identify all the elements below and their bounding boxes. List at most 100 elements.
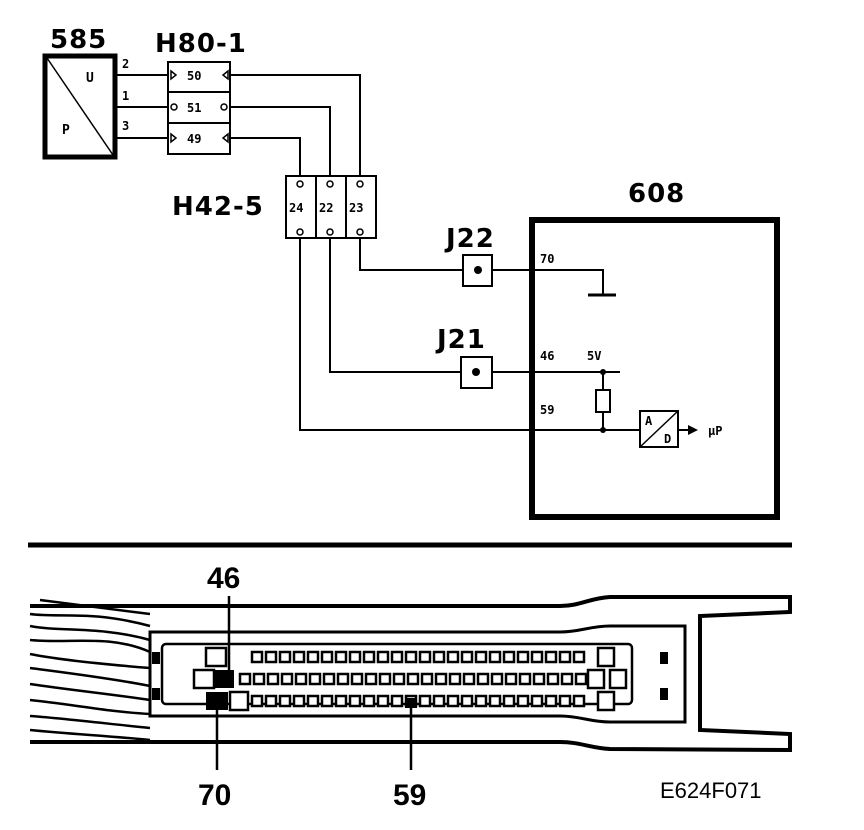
ecu-supply-label: 5V xyxy=(587,349,601,363)
sensor-terminal-u: U xyxy=(86,71,94,86)
plug-cavity xyxy=(434,672,448,686)
h80-pin-49: 49 xyxy=(187,132,201,146)
callout-46: 46 xyxy=(207,562,240,595)
plug-cavity xyxy=(292,650,306,664)
plug-cavity xyxy=(292,694,306,708)
wire-bundle xyxy=(29,598,151,742)
connector-h80-1: 50 51 49 xyxy=(167,61,231,155)
plug-pin-59 xyxy=(405,698,417,708)
plug-cavity xyxy=(350,672,364,686)
sensor-585: U P xyxy=(42,53,118,160)
plug-cavity xyxy=(390,694,404,708)
plug-cavity xyxy=(250,694,264,708)
plug-cavity xyxy=(446,694,460,708)
junction-j22 xyxy=(462,254,493,287)
plug-cavity xyxy=(490,672,504,686)
plug-cavity xyxy=(530,650,544,664)
plug-cavity xyxy=(544,694,558,708)
plug-cavity xyxy=(362,694,376,708)
plug-cavity xyxy=(460,650,474,664)
ecu-wires xyxy=(299,238,532,431)
connector-h42-5: 24 22 23 xyxy=(285,175,377,239)
ecu-pin-70: 70 xyxy=(540,252,554,266)
plug-cavity xyxy=(476,672,490,686)
sensor-pin-1: 1 xyxy=(122,89,129,103)
ad-label-d: D xyxy=(664,432,671,446)
plug-cavity xyxy=(322,672,336,686)
plug-cavity xyxy=(460,694,474,708)
h80-pin-51: 51 xyxy=(187,101,201,115)
plug-cavity xyxy=(378,672,392,686)
plug-cavity xyxy=(250,650,264,664)
junction-j21 xyxy=(460,356,493,389)
ecu-pin-46: 46 xyxy=(540,349,554,363)
plug-cavity xyxy=(406,672,420,686)
sensor-wires xyxy=(116,74,168,139)
plug-cavity xyxy=(376,694,390,708)
callout-70: 70 xyxy=(198,779,231,812)
figure-reference: E624F071 xyxy=(660,778,762,803)
plug-cavity xyxy=(306,694,320,708)
ad-label-a: A xyxy=(645,414,653,428)
plug-cavity xyxy=(572,650,586,664)
plug-cavity xyxy=(516,650,530,664)
h42-pin-24: 24 xyxy=(289,201,303,215)
connector-h80-label: H80-1 xyxy=(155,29,247,59)
plug-cavity xyxy=(530,694,544,708)
plug-cavity xyxy=(558,650,572,664)
plug-cavity xyxy=(320,694,334,708)
ecu-label: 608 xyxy=(628,179,685,209)
plug-cavity xyxy=(320,650,334,664)
plug-cavity xyxy=(532,672,546,686)
harness-wires xyxy=(230,74,361,176)
plug-cavity xyxy=(362,650,376,664)
plug-cavity xyxy=(364,672,378,686)
plug-cavity xyxy=(418,650,432,664)
plug-cavity xyxy=(544,650,558,664)
plug-cavity xyxy=(432,694,446,708)
junction-j21-label: J21 xyxy=(435,325,486,355)
plug-cavity xyxy=(574,672,588,686)
plug-cavity xyxy=(278,650,292,664)
ecu-608: 70 46 5V 59 A D μP xyxy=(529,217,780,520)
plug-cavity xyxy=(280,672,294,686)
plug-cavity xyxy=(252,672,266,686)
h80-pin-50: 50 xyxy=(187,69,201,83)
plug-cavity xyxy=(502,694,516,708)
ad-converter: A D xyxy=(639,410,679,448)
plug-cavity xyxy=(264,694,278,708)
plug-cavity xyxy=(404,650,418,664)
connector-h42-label: H42-5 xyxy=(172,192,264,222)
plug-cavity xyxy=(306,650,320,664)
plug-cavity xyxy=(420,672,434,686)
sensor-pin-2: 2 xyxy=(122,57,129,71)
plug-cavity xyxy=(264,650,278,664)
h42-pin-23: 23 xyxy=(349,201,363,215)
sensor-label: 585 xyxy=(50,25,107,55)
plug-cavity xyxy=(488,650,502,664)
plug-cavity xyxy=(348,694,362,708)
sensor-pin-3: 3 xyxy=(122,119,129,133)
plug-cavity xyxy=(488,694,502,708)
plug-cavity xyxy=(278,694,292,708)
plug-cavity xyxy=(334,650,348,664)
plug-cavity xyxy=(336,672,350,686)
plug-cavity xyxy=(462,672,476,686)
plug-cavity xyxy=(266,672,280,686)
plug-cavity xyxy=(392,672,406,686)
plug-cavity xyxy=(238,672,252,686)
plug-cavity xyxy=(502,650,516,664)
plug-cavity xyxy=(558,694,572,708)
callout-59: 59 xyxy=(393,779,426,812)
plug-cavity xyxy=(418,694,432,708)
junction-j22-label: J22 xyxy=(444,224,495,254)
plug-cavity xyxy=(474,694,488,708)
plug-view xyxy=(29,595,792,770)
h42-pin-22: 22 xyxy=(319,201,333,215)
plug-cavity xyxy=(308,672,322,686)
plug-cavity xyxy=(448,672,462,686)
plug-cavity xyxy=(518,672,532,686)
ecu-pin-59: 59 xyxy=(540,403,554,417)
plug-cavity xyxy=(516,694,530,708)
